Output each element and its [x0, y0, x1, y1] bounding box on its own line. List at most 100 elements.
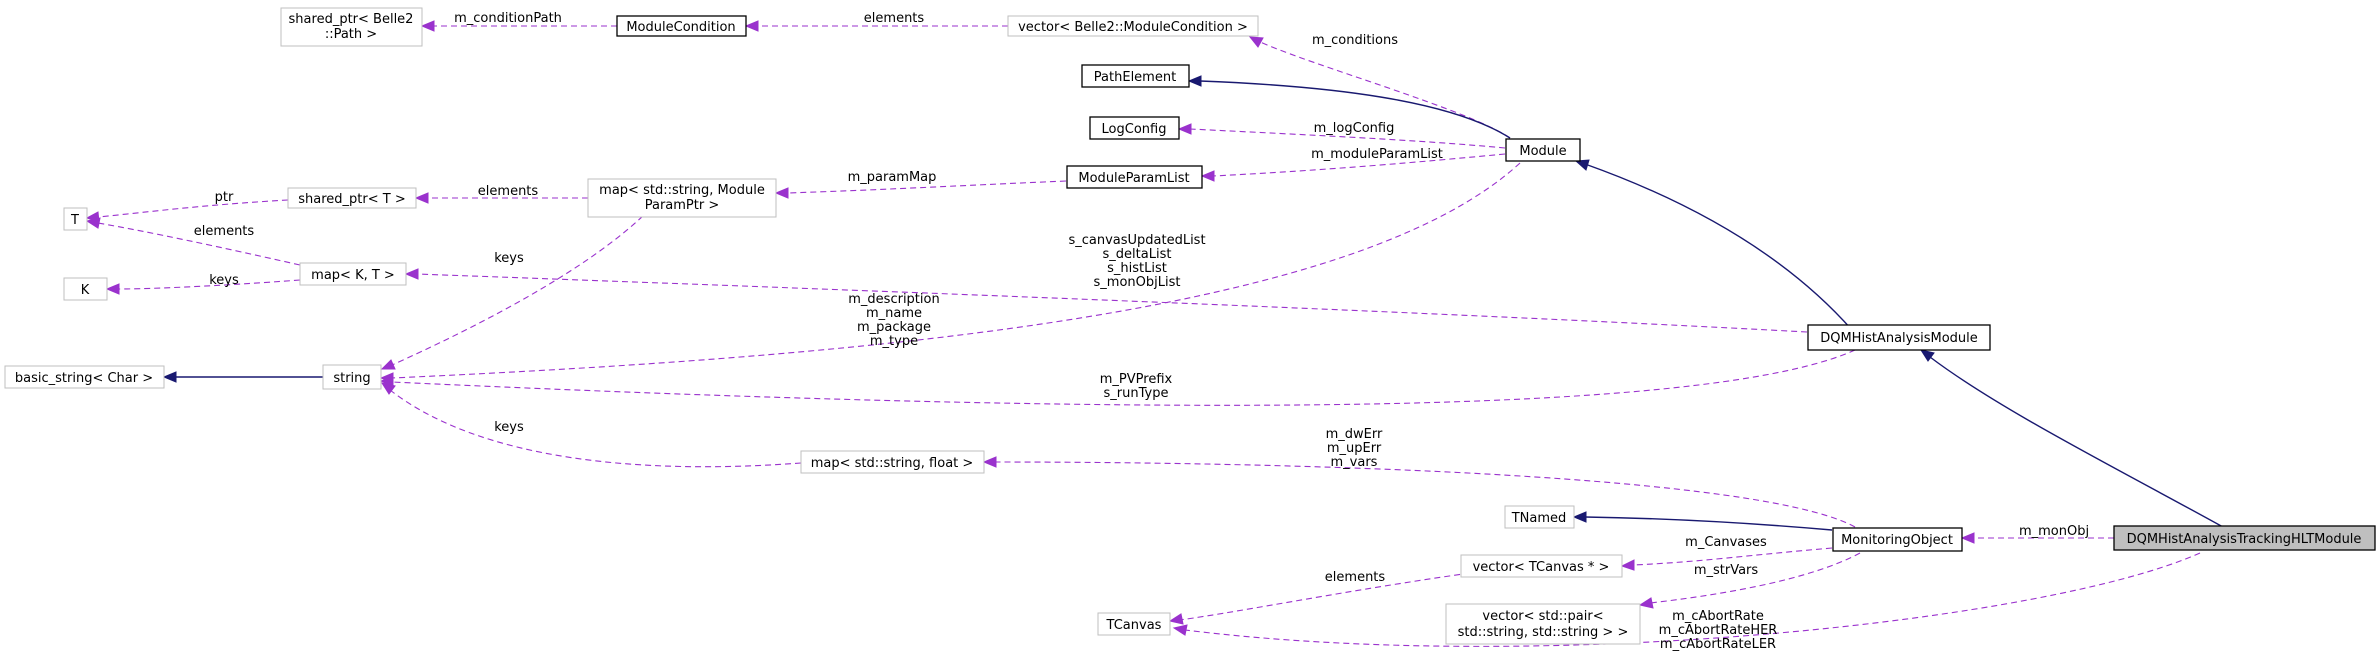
edge-elements-conditions [744, 20, 1008, 32]
label-static-lists-3: s_histList [1107, 261, 1167, 276]
node-tracking-hlt-module[interactable]: DQMHistAnalysisTrackingHLTModule [2113, 525, 2376, 551]
svg-text:ModuleParamList: ModuleParamList [1078, 171, 1189, 186]
label-static-lists-1: s_canvasUpdatedList [1068, 233, 1205, 248]
edge-ptr [85, 199, 289, 223]
edge-str-vars [1638, 552, 1861, 609]
node-map-param[interactable]: map< std::string, Module ParamPtr > [587, 178, 777, 218]
edge-mon-obj [1960, 532, 2114, 544]
label-static-lists-2: s_deltaList [1103, 247, 1172, 262]
svg-text:ModuleCondition: ModuleCondition [626, 20, 735, 35]
label-elements-map: elements [194, 224, 255, 239]
svg-text:DQMHistAnalysisModule: DQMHistAnalysisModule [1820, 331, 1978, 346]
node-module[interactable]: Module [1505, 138, 1581, 162]
node-map-float[interactable]: map< std::string, float > [800, 450, 985, 474]
edge-elements-shared [414, 192, 588, 204]
edge-inherit-dqm [1919, 349, 2224, 528]
svg-text:MonitoringObject: MonitoringObject [1841, 533, 1953, 548]
label-canvases: m_Canvases [1685, 535, 1767, 550]
label-keys-float: keys [494, 420, 524, 435]
node-string[interactable]: string [322, 364, 382, 390]
node-monitoring-object[interactable]: MonitoringObject [1832, 527, 1963, 552]
label-vars-3: m_vars [1331, 455, 1378, 470]
svg-text:map< std::string, float >: map< std::string, float > [811, 456, 974, 471]
svg-text:string: string [333, 371, 370, 386]
edge-keys-k [105, 279, 301, 295]
label-vars-1: m_dwErr [1326, 427, 1383, 442]
edge-inherit-string [162, 371, 323, 383]
edge-abort-rates [1172, 552, 2201, 647]
node-tnamed[interactable]: TNamed [1504, 505, 1575, 529]
label-str-vars: m_strVars [1694, 563, 1759, 578]
svg-text:TNamed: TNamed [1511, 511, 1567, 526]
node-t[interactable]: T [63, 207, 88, 231]
node-k[interactable]: K [63, 277, 108, 301]
node-dqm-hist-analysis-module[interactable]: DQMHistAnalysisModule [1807, 324, 1991, 351]
label-param-map: m_paramMap [848, 170, 937, 185]
svg-text:shared_ptr< T >: shared_ptr< T > [298, 192, 405, 207]
node-tcanvas[interactable]: TCanvas [1097, 612, 1171, 636]
label-conditions: m_conditions [1312, 33, 1398, 48]
node-shared-ptr-t[interactable]: shared_ptr< T > [287, 187, 417, 209]
label-pv-prefix-2: s_runType [1104, 386, 1169, 401]
svg-text:Module: Module [1519, 144, 1566, 159]
node-vector-pair[interactable]: vector< std::pair< std::string, std::str… [1445, 603, 1641, 645]
edge-elements-map [85, 217, 301, 266]
svg-text:::Path >: ::Path > [325, 27, 377, 42]
label-log-config: m_logConfig [1314, 121, 1395, 136]
label-module-strings-3: m_package [857, 320, 931, 335]
node-log-config[interactable]: LogConfig [1089, 116, 1180, 140]
node-module-param-list[interactable]: ModuleParamList [1066, 165, 1203, 189]
svg-text:DQMHistAnalysisTrackingHLTModu: DQMHistAnalysisTrackingHLTModule [2127, 532, 2362, 547]
edge-param-map [774, 180, 1067, 199]
node-module-condition[interactable]: ModuleCondition [616, 15, 747, 37]
edge-log-config [1177, 123, 1506, 149]
label-static-lists-4: s_monObjList [1094, 275, 1181, 290]
label-keys-param: keys [494, 251, 524, 266]
label-elements-conditions: elements [864, 11, 925, 26]
svg-text:LogConfig: LogConfig [1102, 122, 1167, 137]
edge-condition-path [420, 20, 617, 32]
node-basic-string[interactable]: basic_string< Char > [4, 365, 165, 389]
label-keys-k: keys [209, 273, 239, 288]
node-vector-tcanvas[interactable]: vector< TCanvas * > [1460, 554, 1623, 578]
label-vars-2: m_upErr [1327, 441, 1382, 456]
label-abort-rates-2: m_cAbortRateHER [1659, 623, 1778, 638]
edge-vars [982, 456, 1856, 528]
label-module-strings-4: m_type [870, 334, 918, 349]
label-module-strings-2: m_name [866, 306, 922, 321]
svg-text:map< K, T >: map< K, T > [311, 268, 395, 283]
svg-text:basic_string< Char >: basic_string< Char > [15, 371, 153, 386]
svg-text:vector< Belle2::ModuleConditio: vector< Belle2::ModuleCondition > [1018, 20, 1248, 35]
label-condition-path: m_conditionPath [454, 11, 562, 26]
label-abort-rates-3: m_cAbortRateLER [1660, 637, 1776, 652]
svg-text:K: K [81, 283, 90, 298]
edge-module-strings [379, 162, 1521, 384]
node-map-k-t[interactable]: map< K, T > [299, 262, 407, 286]
svg-text:PathElement: PathElement [1094, 70, 1176, 85]
edge-canvases [1620, 547, 1833, 571]
label-ptr: ptr [215, 190, 234, 205]
svg-text:std::string, std::string > >: std::string, std::string > > [1458, 625, 1629, 640]
edge-inherit-path-element [1187, 75, 1511, 139]
edge-static-lists [404, 268, 1808, 333]
node-vector-module-condition[interactable]: vector< Belle2::ModuleCondition > [1007, 15, 1259, 37]
edge-keys-float [380, 382, 802, 468]
label-module-strings-1: m_description [848, 292, 939, 307]
edge-inherit-tnamed [1572, 511, 1833, 531]
label-abort-rates-1: m_cAbortRate [1672, 609, 1764, 624]
svg-text:shared_ptr< Belle2: shared_ptr< Belle2 [289, 12, 414, 27]
svg-text:vector< TCanvas * >: vector< TCanvas * > [1473, 560, 1610, 575]
svg-text:ParamPtr >: ParamPtr > [645, 198, 720, 213]
edge-elements-canvas [1168, 572, 1471, 625]
label-elements-canvas: elements [1325, 570, 1386, 585]
node-path-element[interactable]: PathElement [1081, 64, 1190, 88]
svg-text:map< std::string, Module: map< std::string, Module [599, 183, 765, 198]
node-shared-ptr-path[interactable]: shared_ptr< Belle2 ::Path > [280, 7, 423, 47]
label-pv-prefix-1: m_PVPrefix [1100, 372, 1173, 387]
svg-text:TCanvas: TCanvas [1106, 618, 1162, 633]
label-module-param-list: m_moduleParamList [1311, 147, 1443, 162]
svg-text:T: T [70, 213, 79, 228]
edge-keys-param [380, 208, 651, 370]
edge-module-param-list [1200, 153, 1506, 182]
